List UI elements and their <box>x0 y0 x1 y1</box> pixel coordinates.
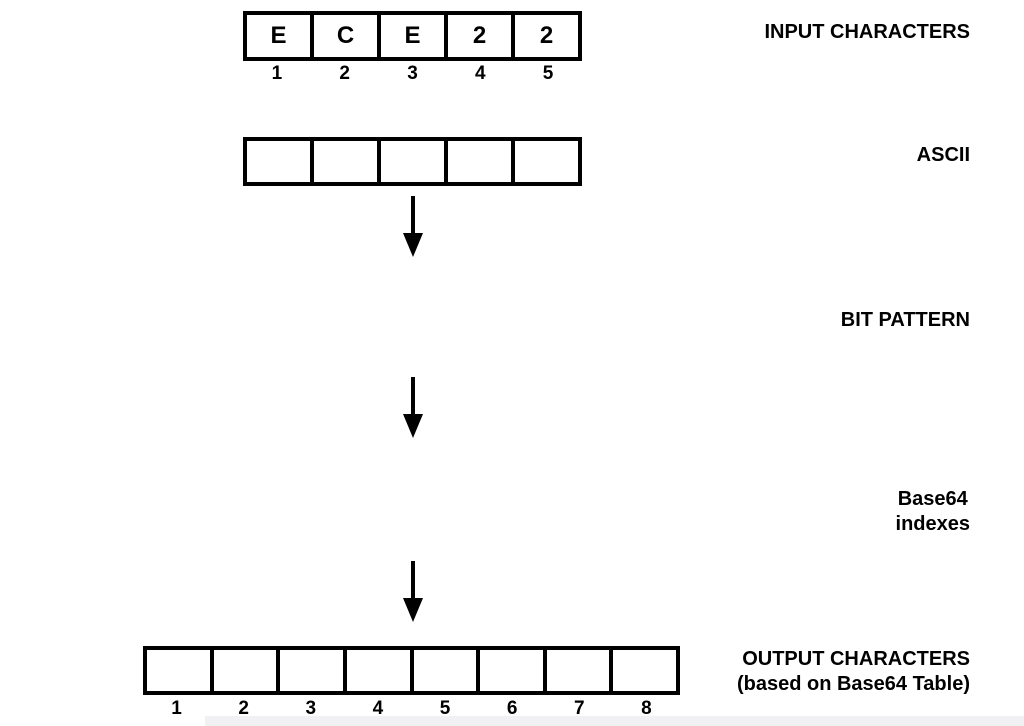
input-cell-5: 2 <box>511 15 578 57</box>
input-index-2: 2 <box>339 63 350 84</box>
output-index-5: 5 <box>439 698 451 719</box>
stage-label-base64-line2: indexes <box>895 513 970 535</box>
output-cell-3 <box>276 650 343 691</box>
ascii-cell-2 <box>310 141 377 182</box>
input-cell-2: C <box>310 15 377 57</box>
input-cell-indices: 1 2 3 4 5 <box>243 64 582 83</box>
stage-label-bit-pattern: BIT PATTERN <box>840 309 970 331</box>
stage-label-base64-indexes: Base64 indexes <box>896 487 970 537</box>
input-index-5: 5 <box>542 63 554 84</box>
output-index-4: 4 <box>372 698 384 719</box>
ascii-cell-1 <box>247 141 310 182</box>
ascii-cell-5 <box>511 141 578 182</box>
output-cell-1 <box>147 650 210 691</box>
output-cell-6 <box>476 650 543 691</box>
output-cell-2 <box>209 650 277 691</box>
output-index-3: 3 <box>305 698 317 719</box>
output-cell-7 <box>542 650 610 691</box>
output-index-8: 8 <box>641 698 652 719</box>
input-cell-4: 2 <box>444 15 511 57</box>
down-arrow-icon <box>403 196 423 257</box>
down-arrow-icon <box>403 377 423 438</box>
stage-label-output-line2: (based on Base64 Table) <box>736 673 970 695</box>
output-cell-8 <box>609 650 676 691</box>
output-index-1: 1 <box>171 698 182 719</box>
input-cell-1: E <box>270 22 287 49</box>
output-index-6: 6 <box>506 698 518 719</box>
ascii-cell-3 <box>377 141 444 182</box>
output-cell-5 <box>409 650 477 691</box>
output-cell-4 <box>342 650 410 691</box>
stage-label-output-characters: OUTPUT CHARACTERS (based on Base64 Table… <box>737 647 970 697</box>
input-index-3: 3 <box>407 63 418 84</box>
stage-label-base64-line1: Base64 <box>897 488 968 510</box>
output-index-2: 2 <box>238 698 249 719</box>
down-arrow-icon <box>403 561 423 622</box>
output-index-7: 7 <box>574 698 585 719</box>
input-index-4: 4 <box>475 63 486 84</box>
output-characters-row <box>143 646 680 695</box>
bottom-edge-strip <box>205 716 1024 726</box>
input-characters-row: E C E 2 2 <box>243 11 582 61</box>
input-index-1: 1 <box>271 63 283 84</box>
stage-label-ascii: ASCII <box>916 144 970 166</box>
input-cell-3: E <box>377 15 444 57</box>
stage-label-output-line1: OUTPUT CHARACTERS <box>742 648 970 670</box>
stage-label-input-characters: INPUT CHARACTERS <box>764 21 970 43</box>
ascii-row <box>243 137 582 186</box>
output-cell-indices: 1 2 3 4 5 6 7 8 <box>143 699 680 718</box>
ascii-cell-4 <box>444 141 511 182</box>
